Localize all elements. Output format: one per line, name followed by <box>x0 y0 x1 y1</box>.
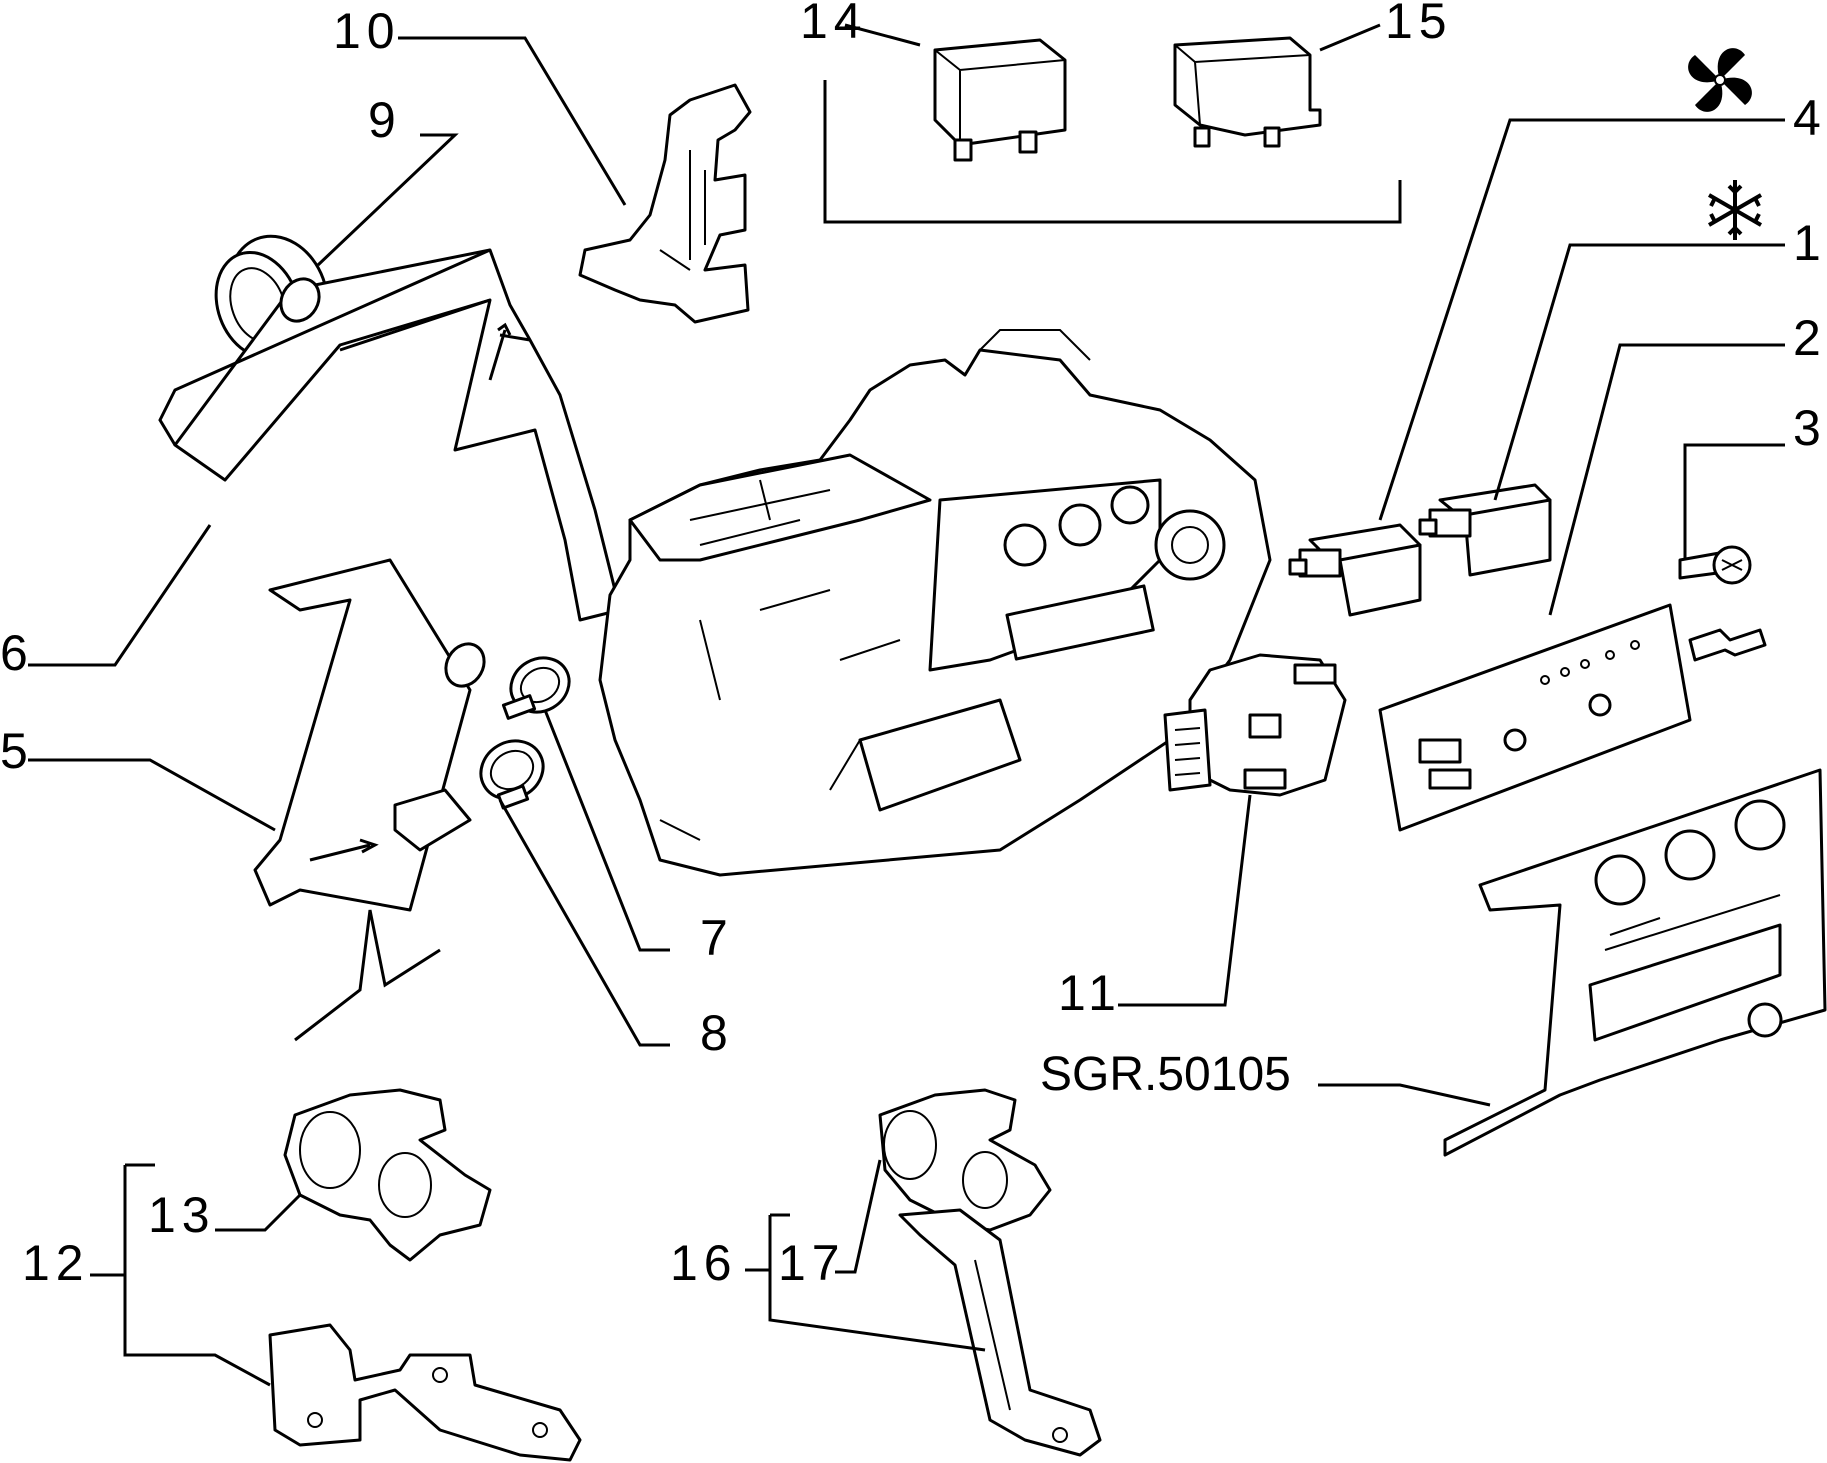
part-11-connector <box>1163 653 1347 797</box>
part-8-clamp <box>479 739 545 810</box>
label-1: 1 <box>1793 215 1827 271</box>
part-3-screw <box>1678 545 1752 585</box>
reference-code: SGR.50105 <box>1040 1048 1291 1101</box>
label-3: 3 <box>1793 400 1827 456</box>
label-8: 8 <box>700 1005 734 1061</box>
part-2-panel <box>1378 603 1767 832</box>
part-14-relay <box>933 38 1067 162</box>
label-12: 12 <box>22 1235 90 1291</box>
fan-icon <box>1688 48 1752 112</box>
label-11: 11 <box>1058 965 1122 1021</box>
part-17-clip <box>878 1088 1052 1232</box>
part-16-bracket <box>898 1208 1102 1457</box>
part-10-bracket <box>578 83 752 324</box>
label-14: 14 <box>800 0 868 49</box>
label-7: 7 <box>700 910 734 966</box>
label-9: 9 <box>368 92 402 148</box>
label-15: 15 <box>1385 0 1453 49</box>
part-4-switch <box>1288 523 1422 617</box>
label-16: 16 <box>670 1235 738 1291</box>
heater-unit <box>598 329 1272 877</box>
fascia-panel <box>1443 768 1827 1157</box>
part-6-hose <box>158 248 622 622</box>
label-4: 4 <box>1793 90 1827 146</box>
label-13: 13 <box>148 1187 216 1243</box>
part-15-relay <box>1173 36 1322 148</box>
snowflake-icon <box>1708 180 1762 240</box>
label-2: 2 <box>1793 310 1827 366</box>
label-5: 5 <box>0 723 34 779</box>
label-10: 10 <box>333 3 401 59</box>
part-7-clamp <box>501 656 571 720</box>
part-5-hose <box>253 558 486 1042</box>
leader-lines <box>28 23 1785 1387</box>
part-12-bracket <box>268 1323 582 1462</box>
part-13-clip <box>283 1088 492 1262</box>
part-1-switch <box>1418 483 1552 577</box>
label-17: 17 <box>778 1235 846 1291</box>
bracket-14-15 <box>823 80 1402 224</box>
label-6: 6 <box>0 625 34 681</box>
